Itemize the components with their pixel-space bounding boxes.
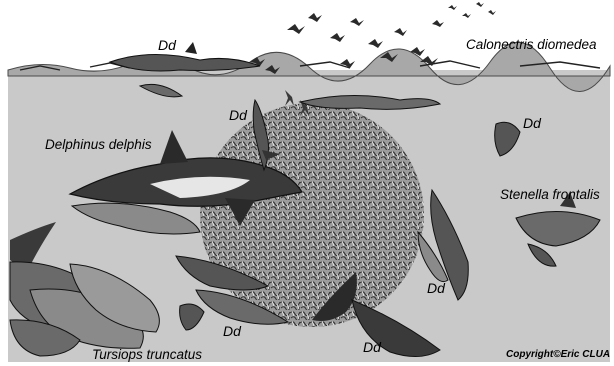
- label-dd-2: Dd: [229, 108, 247, 122]
- label-delphinus: Delphinus delphis: [45, 138, 152, 152]
- label-dd-6: Dd: [363, 340, 381, 354]
- label-dd-1: Dd: [158, 38, 176, 52]
- label-calonectris: Calonectris diomedea: [466, 38, 597, 52]
- label-dd-3: Dd: [523, 116, 541, 130]
- bait-ball: [200, 103, 424, 327]
- copyright-text: Copyright©Eric CLUA: [506, 350, 610, 360]
- label-stenella: Stenella frontalis: [500, 188, 600, 202]
- label-dd-5: Dd: [223, 324, 241, 338]
- label-dd-4: Dd: [427, 281, 445, 295]
- label-tursiops: Tursiops truncatus: [92, 348, 202, 362]
